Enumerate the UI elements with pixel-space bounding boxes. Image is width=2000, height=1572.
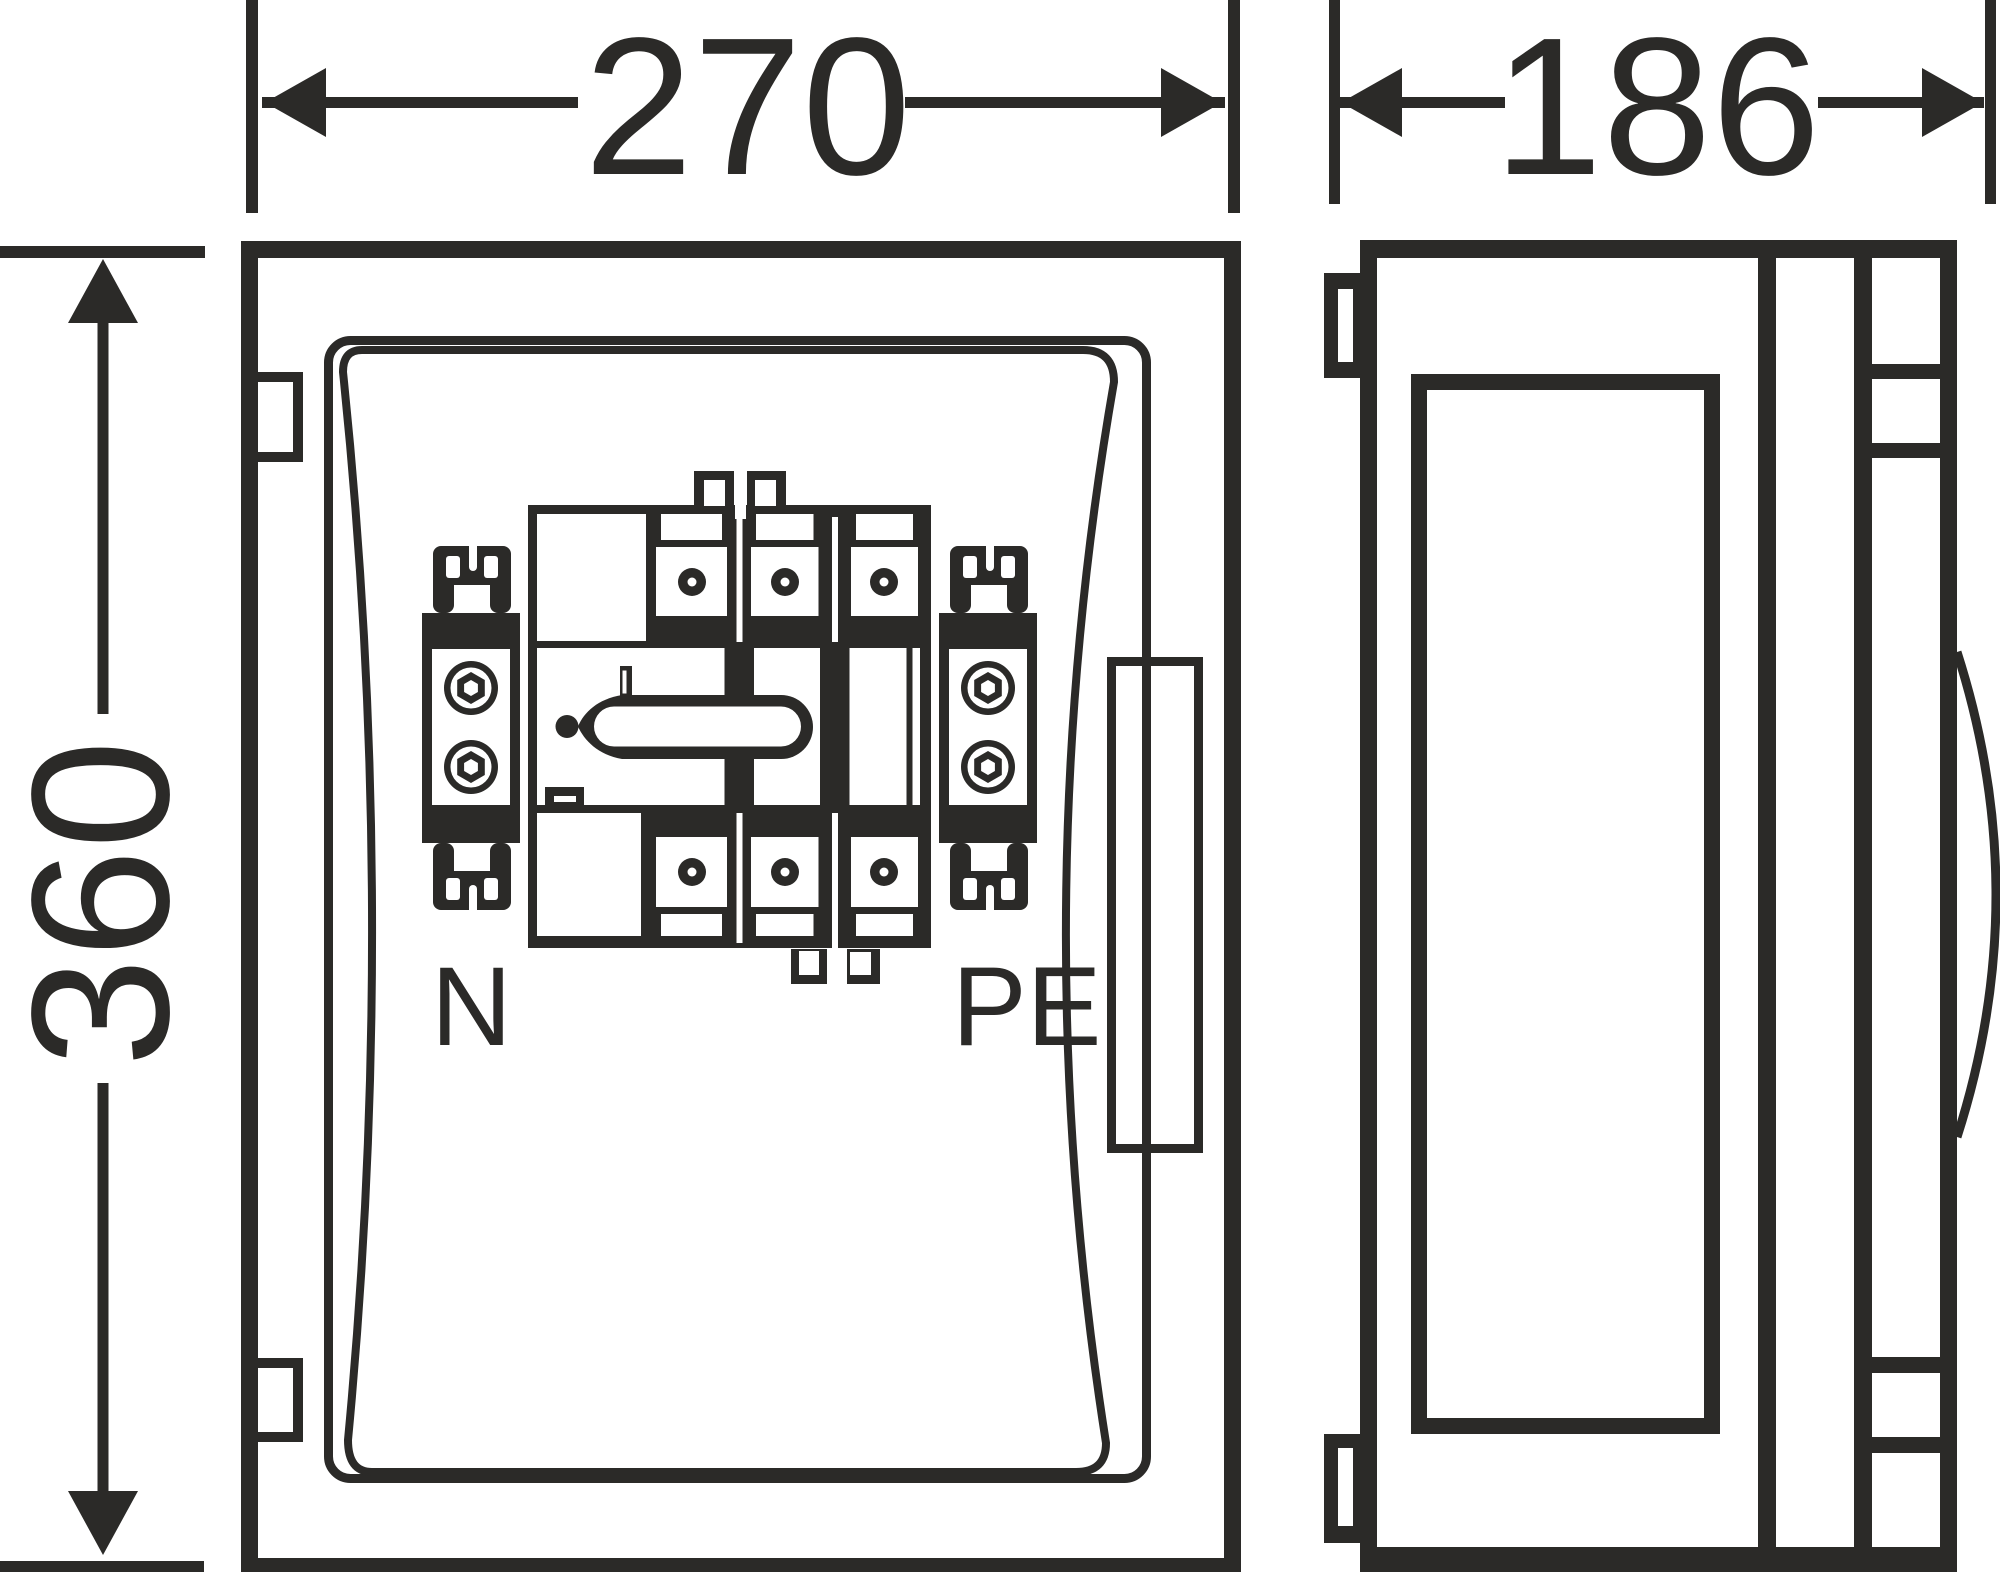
svg-text:360: 360 — [0, 740, 210, 1067]
svg-text:N: N — [431, 944, 512, 1069]
svg-text:186: 186 — [1493, 0, 1820, 216]
svg-text:270: 270 — [584, 0, 911, 216]
svg-text:PE: PE — [952, 944, 1101, 1069]
